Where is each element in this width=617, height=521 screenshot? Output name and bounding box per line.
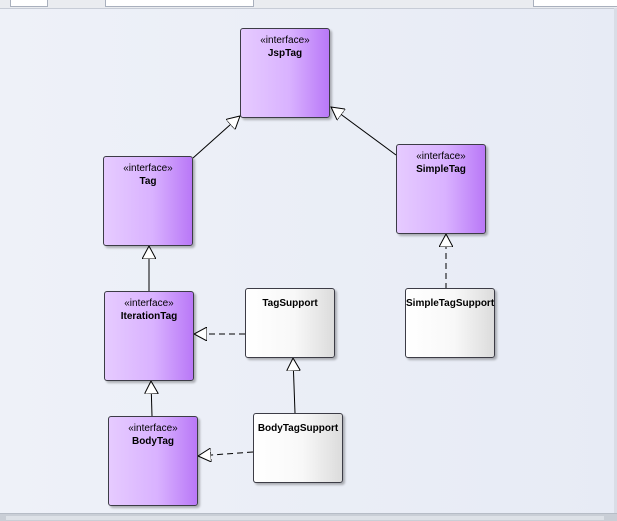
node-simpletag-name: SimpleTag bbox=[416, 164, 466, 175]
node-bodytag[interactable]: «interface» BodyTag bbox=[108, 416, 198, 506]
edge-simpletag-to-jsptag[interactable] bbox=[331, 107, 397, 156]
node-simpletagsupport[interactable]: SimpleTagSupport bbox=[405, 288, 495, 358]
node-bodytag-stereotype: «interface» bbox=[128, 423, 178, 434]
node-bodytagsupport-name: BodyTagSupport bbox=[257, 423, 339, 434]
node-iterationtag[interactable]: «interface» IterationTag bbox=[104, 291, 194, 381]
edge-bodytagsupport-to-tagsupport[interactable] bbox=[293, 358, 295, 414]
horizontal-scrollbar[interactable] bbox=[0, 513, 617, 521]
toolbar-strip bbox=[0, 0, 617, 9]
node-simpletag[interactable]: «interface» SimpleTag bbox=[396, 144, 486, 234]
node-tag-name: Tag bbox=[139, 176, 157, 187]
node-iterationtag-stereotype: «interface» bbox=[124, 298, 174, 309]
edge-bodytagsupport-to-bodytag[interactable] bbox=[198, 452, 254, 456]
toolbar-search[interactable] bbox=[533, 0, 617, 7]
node-iterationtag-name: IterationTag bbox=[120, 311, 178, 322]
right-edge bbox=[614, 8, 617, 514]
node-tagsupport-name: TagSupport bbox=[262, 298, 318, 309]
toolbar-control[interactable] bbox=[10, 0, 48, 7]
scrollbar-thumb[interactable] bbox=[6, 516, 604, 520]
node-jsptag-stereotype: «interface» bbox=[260, 35, 310, 46]
node-simpletagsupport-name: SimpleTagSupport bbox=[406, 298, 495, 309]
node-tagsupport[interactable]: TagSupport bbox=[245, 288, 335, 358]
toolbar-combo[interactable] bbox=[105, 0, 254, 7]
node-simpletag-stereotype: «interface» bbox=[416, 151, 466, 162]
node-bodytagsupport[interactable]: BodyTagSupport bbox=[253, 413, 343, 483]
node-jsptag[interactable]: «interface» JspTag bbox=[240, 28, 330, 118]
node-tag[interactable]: «interface» Tag bbox=[103, 156, 193, 246]
edge-bodytag-to-iterationtag[interactable] bbox=[151, 381, 152, 417]
node-tag-stereotype: «interface» bbox=[123, 163, 173, 174]
edge-tag-to-jsptag[interactable] bbox=[192, 116, 240, 159]
node-jsptag-name: JspTag bbox=[267, 48, 303, 59]
node-bodytag-name: BodyTag bbox=[131, 436, 175, 447]
